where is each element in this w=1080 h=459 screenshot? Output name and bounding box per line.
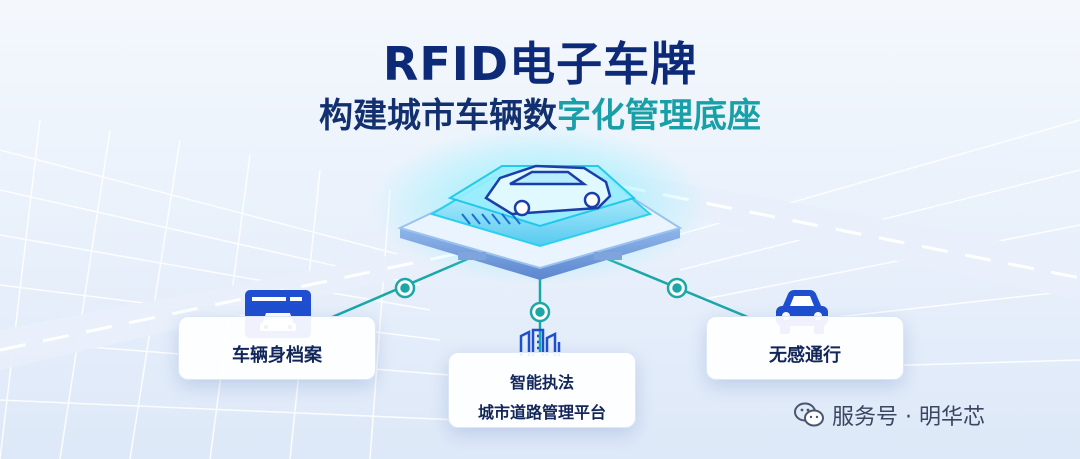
footer-watermark: 服务号 · 明华芯: [794, 398, 985, 432]
page-subtitle: 构建城市车辆数字化管理底座: [0, 88, 1080, 137]
node-vehicle-archive-label: 车辆身档案: [232, 345, 322, 366]
city-buildings-icon: [517, 328, 565, 362]
subtitle-part2-highlight: 字化管理底座: [557, 96, 761, 136]
page-title: RFID电子车牌: [382, 37, 698, 91]
node-seamless-passage: 无感通行: [706, 316, 904, 380]
node-smart-enforcement: 智能执法 城市道路管理平台: [448, 352, 636, 428]
subtitle-part1: 构建城市车辆数: [319, 96, 557, 136]
road-left: [0, 240, 471, 370]
connector-nodes: [394, 277, 688, 323]
node-road-platform-label: 城市道路管理平台: [477, 403, 606, 422]
node-vehicle-archive: 车辆身档案: [178, 316, 376, 380]
chip-car-icon: [484, 164, 612, 217]
rfid-chip: [370, 125, 710, 285]
wechat-icon: [794, 402, 824, 427]
footer-text: 服务号 · 明华芯: [832, 405, 985, 430]
node-smart-enforcement-label: 智能执法: [509, 373, 574, 392]
node-seamless-passage-label: 无感通行: [769, 345, 841, 366]
